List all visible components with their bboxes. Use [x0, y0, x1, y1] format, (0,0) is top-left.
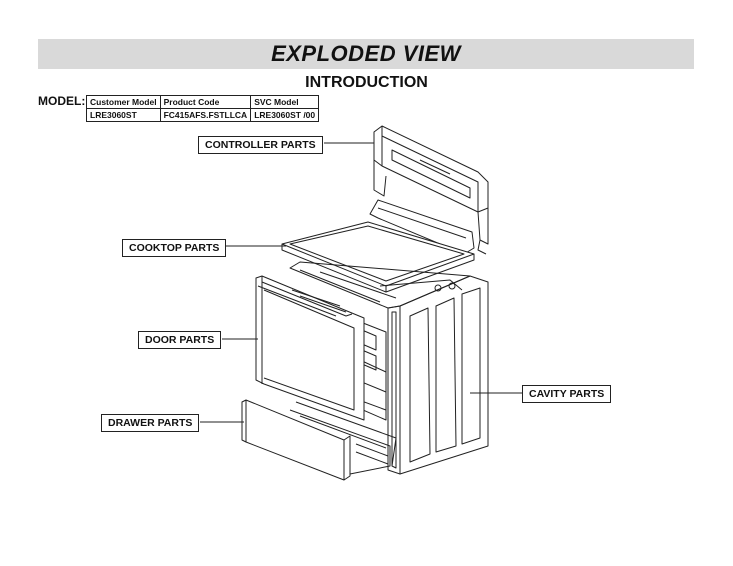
callout-controller-parts[interactable]: CONTROLLER PARTS — [198, 136, 323, 154]
oven-door — [255, 275, 365, 421]
callout-leaders — [200, 142, 522, 423]
callout-cavity-parts[interactable]: CAVITY PARTS — [522, 385, 612, 403]
customer-model-value: LRE3060ST — [86, 108, 161, 122]
svc-model-value: LRE3060ST /00 — [250, 108, 320, 122]
cooktop-glass — [281, 221, 475, 293]
storage-drawer — [241, 399, 397, 481]
controller-assembly — [373, 125, 489, 255]
cavity-body — [289, 261, 489, 475]
page-subtitle: INTRODUCTION — [305, 74, 428, 91]
model-table-row: LRE3060ST FC415AFS.FSTLLCA LRE3060ST /00 — [86, 108, 320, 122]
callout-door-parts[interactable]: DOOR PARTS — [138, 331, 222, 349]
callout-drawer-parts[interactable]: DRAWER PARTS — [101, 414, 200, 432]
model-table: Customer Model Product Code SVC Model LR… — [86, 95, 320, 122]
callout-cooktop-parts[interactable]: COOKTOP PARTS — [122, 239, 227, 257]
title-bar: EXPLODED VIEW — [38, 39, 694, 69]
model-label: MODEL: — [38, 94, 86, 108]
page-title: EXPLODED VIEW — [271, 41, 461, 66]
cooktop-frame — [369, 199, 475, 255]
